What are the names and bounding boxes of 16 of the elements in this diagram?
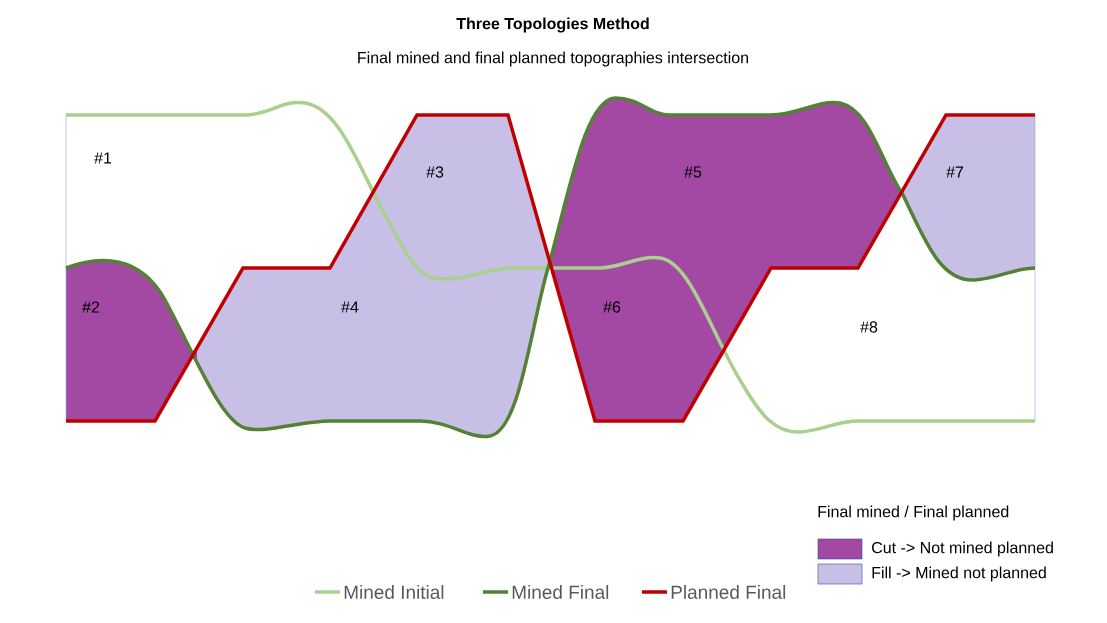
region-label: #2 bbox=[82, 301, 100, 313]
region-label: #4 bbox=[341, 301, 359, 313]
chart-title: Three Topologies Method bbox=[456, 17, 649, 33]
region-label: #3 bbox=[426, 166, 444, 178]
region-label: #6 bbox=[603, 301, 621, 313]
region-label: #5 bbox=[684, 166, 702, 178]
legend-label: Fill -> Mined not planned bbox=[872, 566, 1046, 582]
region-label: #8 bbox=[860, 321, 878, 333]
legend-title: Final mined / Final planned bbox=[818, 505, 1009, 521]
region-label: #7 bbox=[946, 166, 964, 178]
legend-label: Cut -> Not mined planned bbox=[872, 541, 1053, 557]
legend-label: Planned Final bbox=[671, 585, 786, 599]
legend-label: Mined Initial bbox=[344, 585, 444, 599]
region-label: #1 bbox=[94, 152, 112, 164]
subtitle: Final mined and final planned topographies intersection bbox=[358, 51, 748, 67]
legend-label: Mined Final bbox=[512, 585, 609, 599]
